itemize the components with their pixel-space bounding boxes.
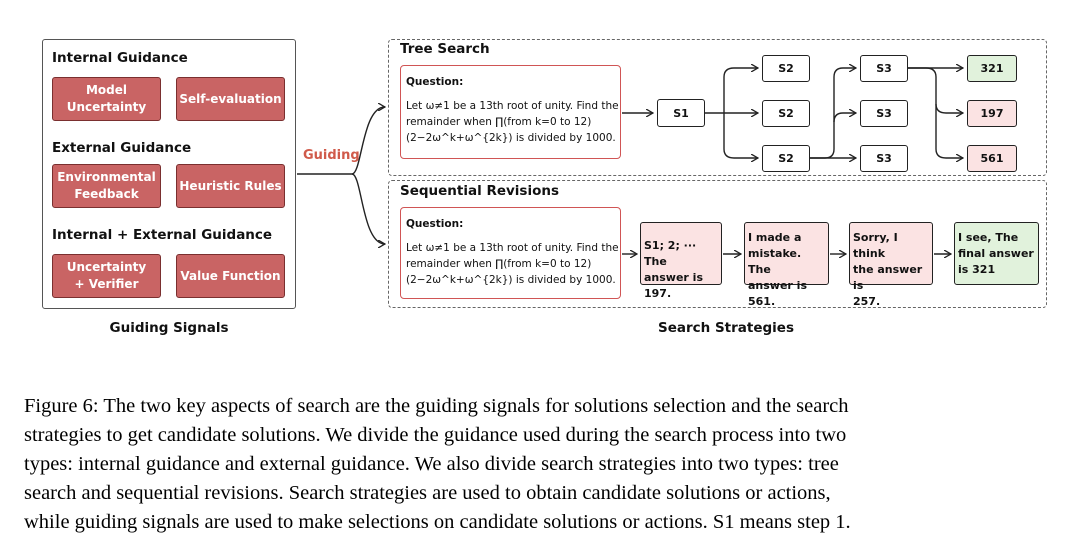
heuristic-rules-label: Heuristic Rules (179, 178, 282, 193)
tree-question-line: Let ω≠1 be a 13th root of unity. Find th… (406, 100, 619, 112)
revision-line: mistake. The (748, 247, 802, 276)
tree-question-line: (2−2ω^k+ω^{2k}) is divided by 1000. (406, 132, 616, 144)
revision-step: S1; 2; ··· The answer is 197. (640, 222, 722, 300)
tree-edge (723, 113, 758, 158)
value-function-label: Value Function (180, 268, 281, 283)
caption-line: Figure 6: The two key aspects of search … (24, 395, 849, 417)
external-guidance-title: External Guidance (52, 140, 192, 156)
environmental-feedback-line2: Feedback (74, 187, 139, 201)
revision-line: final answer (958, 247, 1034, 260)
tree-node-s1: S1 (657, 99, 705, 127)
environmental-feedback-box: Environmental Feedback (52, 164, 161, 208)
tree-edge (908, 67, 963, 113)
model-uncertainty-box: Model Uncertainty (52, 77, 161, 121)
sequential-question-title: Question: (406, 218, 464, 230)
tree-node-s2: S2 (762, 55, 810, 82)
revision-line: answer is 561. (748, 279, 807, 308)
uncertainty-verifier-box: Uncertainty + Verifier (52, 254, 161, 298)
caption-line: search and sequential revisions. Search … (24, 482, 831, 504)
uncertainty-verifier-line2: + Verifier (74, 277, 139, 291)
tree-node-s3: S3 (860, 145, 908, 172)
tree-node-s2: S2 (762, 100, 810, 127)
revision-line: answer is 197. (644, 271, 703, 300)
guiding-branch-bottom (351, 173, 385, 244)
tree-question-title: Question: (406, 76, 464, 88)
uncertainty-verifier-line1: Uncertainty (66, 260, 147, 274)
sequential-question-line: Let ω≠1 be a 13th root of unity. Find th… (406, 242, 619, 254)
tree-node-s2: S2 (762, 145, 810, 172)
value-function-box: Value Function (176, 254, 285, 298)
sequential-revisions-title: Sequential Revisions (400, 183, 560, 199)
tree-search-title: Tree Search (400, 41, 490, 57)
tree-result-wrong: 561 (967, 145, 1017, 172)
revision-line: 257. (853, 295, 881, 308)
model-uncertainty-line2: Uncertainty (66, 100, 147, 114)
self-evaluation-box: Self-evaluation (176, 77, 285, 121)
internal-external-guidance-title: Internal + External Guidance (52, 227, 273, 243)
revision-final: I see, The final answer is 321 (954, 222, 1039, 285)
tree-edge (810, 68, 856, 159)
revision-line: S1; 2; ··· The (644, 239, 697, 268)
caption-line: strategies to get candidate solutions. W… (24, 424, 847, 446)
guiding-branch-top (351, 107, 385, 175)
caption-line: types: internal guidance and external gu… (24, 453, 839, 475)
tree-result-correct: 321 (967, 55, 1017, 82)
tree-node-s3: S3 (860, 100, 908, 127)
tree-question-line: remainder when ∏(from k=0 to 12) (406, 116, 592, 128)
revision-line: the answer is (853, 263, 923, 292)
internal-guidance-title: Internal Guidance (52, 50, 188, 66)
revision-line: Sorry, I think (853, 231, 898, 260)
caption-line: while guiding signals are used to make s… (24, 511, 851, 533)
tree-question-box: Question: Let ω≠1 be a 13th root of unit… (400, 65, 621, 159)
revision-line: I made a (748, 231, 802, 244)
tree-edge (723, 68, 758, 113)
tree-result-wrong: 197 (967, 100, 1017, 127)
sequential-question-box: Question: Let ω≠1 be a 13th root of unit… (400, 207, 621, 299)
guiding-signals-label: Guiding Signals (109, 320, 229, 336)
revision-line: is 321 (958, 263, 996, 276)
sequential-revisions-panel (388, 180, 1047, 308)
revision-step: I made a mistake. The answer is 561. (744, 222, 829, 308)
sequential-question-line: remainder when ∏(from k=0 to 12) (406, 258, 592, 270)
tree-edge (935, 104, 963, 158)
revision-step: Sorry, I think the answer is 257. (849, 222, 933, 308)
figure-caption: Figure 6: The two key aspects of search … (24, 392, 851, 537)
self-evaluation-label: Self-evaluation (179, 91, 282, 106)
guiding-connector-label: Guiding (303, 148, 360, 163)
tree-node-s3: S3 (860, 55, 908, 82)
environmental-feedback-line1: Environmental (57, 170, 156, 184)
tree-search-panel (388, 39, 1047, 176)
tree-edge (833, 113, 856, 123)
revision-line: I see, The (958, 231, 1019, 244)
search-strategies-label: Search Strategies (658, 320, 794, 336)
heuristic-rules-box: Heuristic Rules (176, 164, 285, 208)
model-uncertainty-line1: Model (85, 83, 128, 97)
sequential-question-line: (2−2ω^k+ω^{2k}) is divided by 1000. (406, 274, 616, 286)
